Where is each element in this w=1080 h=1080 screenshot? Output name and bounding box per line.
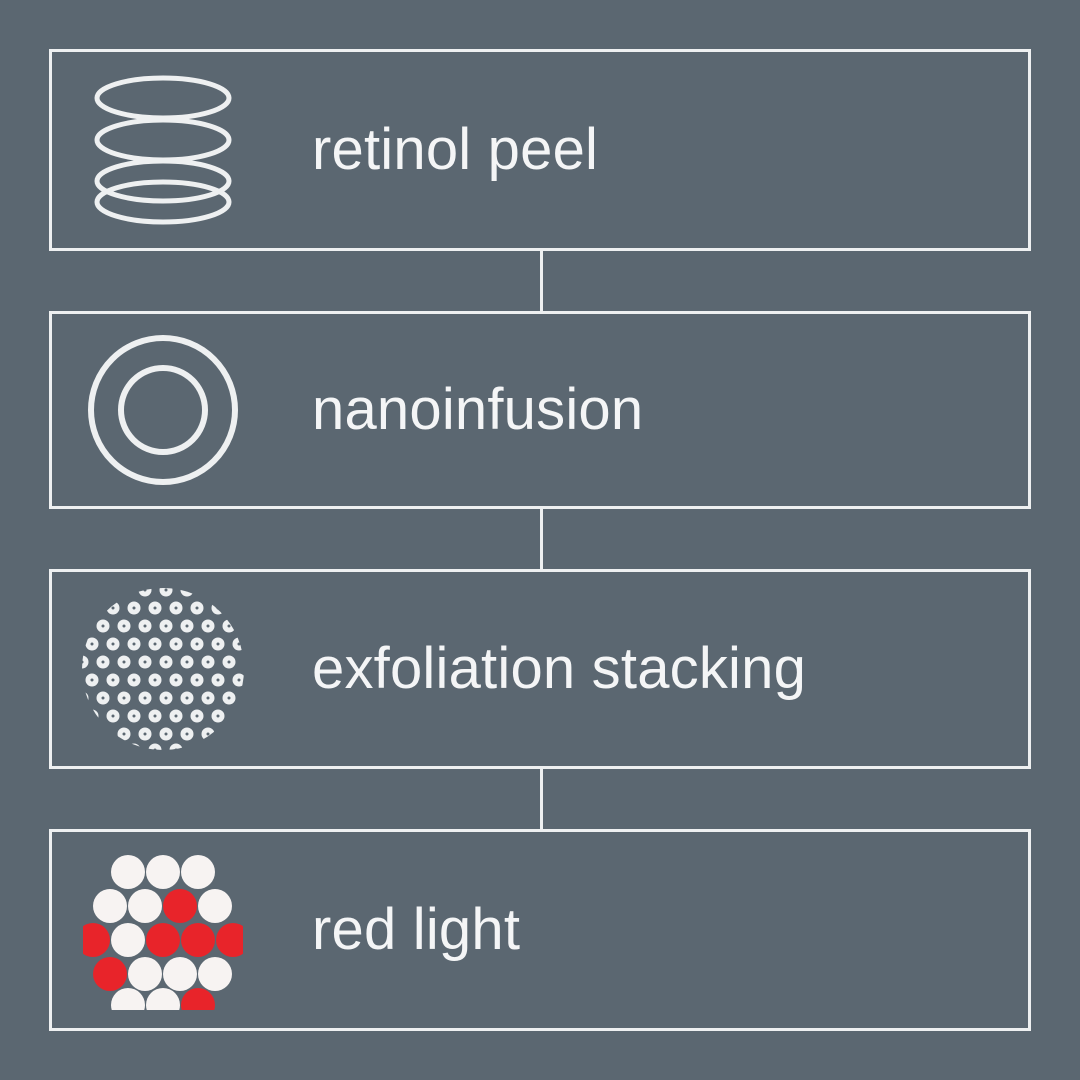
flow-step-exfoliation-stacking[interactable]: exfoliation stacking — [49, 569, 1031, 769]
connector-line-1 — [540, 251, 543, 311]
vertical-flow-diagram: retinol peel nanoinfusion — [49, 49, 1031, 1031]
flow-step-label: nanoinfusion — [312, 377, 644, 442]
flow-step-label: exfoliation stacking — [312, 636, 807, 701]
flow-step-label: red light — [312, 897, 521, 962]
connector-line-2 — [540, 509, 543, 569]
ring-cluster-icon — [52, 572, 274, 766]
concentric-circles-icon — [52, 314, 274, 506]
flow-step-nanoinfusion[interactable]: nanoinfusion — [49, 311, 1031, 509]
dot-matrix-icon — [52, 832, 274, 1028]
flow-step-retinol-peel[interactable]: retinol peel — [49, 49, 1031, 251]
stacked-ellipses-icon — [52, 52, 274, 248]
flow-step-red-light[interactable]: red light — [49, 829, 1031, 1031]
flow-step-label: retinol peel — [312, 117, 599, 182]
connector-line-3 — [540, 769, 543, 829]
